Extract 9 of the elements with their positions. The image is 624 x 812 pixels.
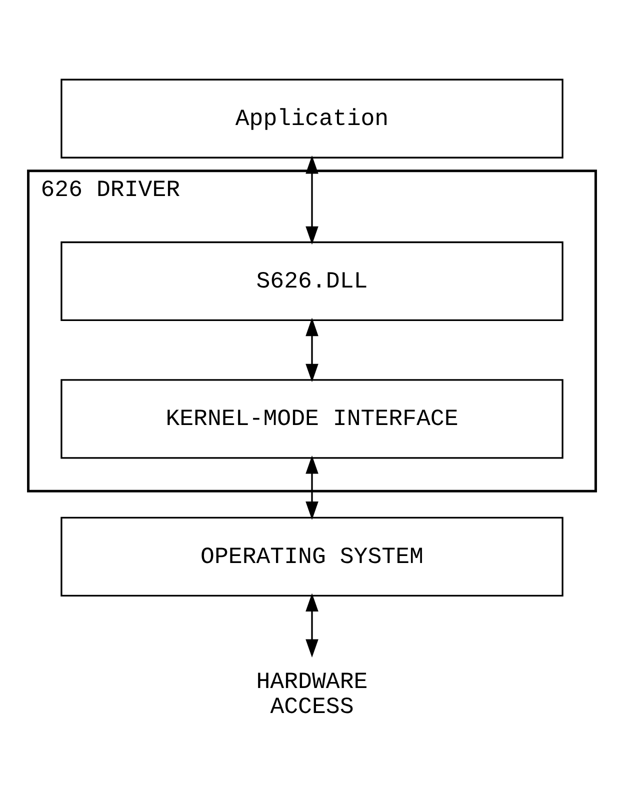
node-box: Application [60,78,564,158]
node-box: KERNEL-MODE INTERFACE [60,378,564,458]
node-text: HARDWARE ACCESS [256,668,368,720]
arrow [306,317,318,382]
node-box: S626.DLL [60,240,564,321]
node-box: OPERATING SYSTEM [60,516,564,596]
arrow [306,592,318,658]
arrow [306,455,318,520]
arrow [306,155,318,244]
